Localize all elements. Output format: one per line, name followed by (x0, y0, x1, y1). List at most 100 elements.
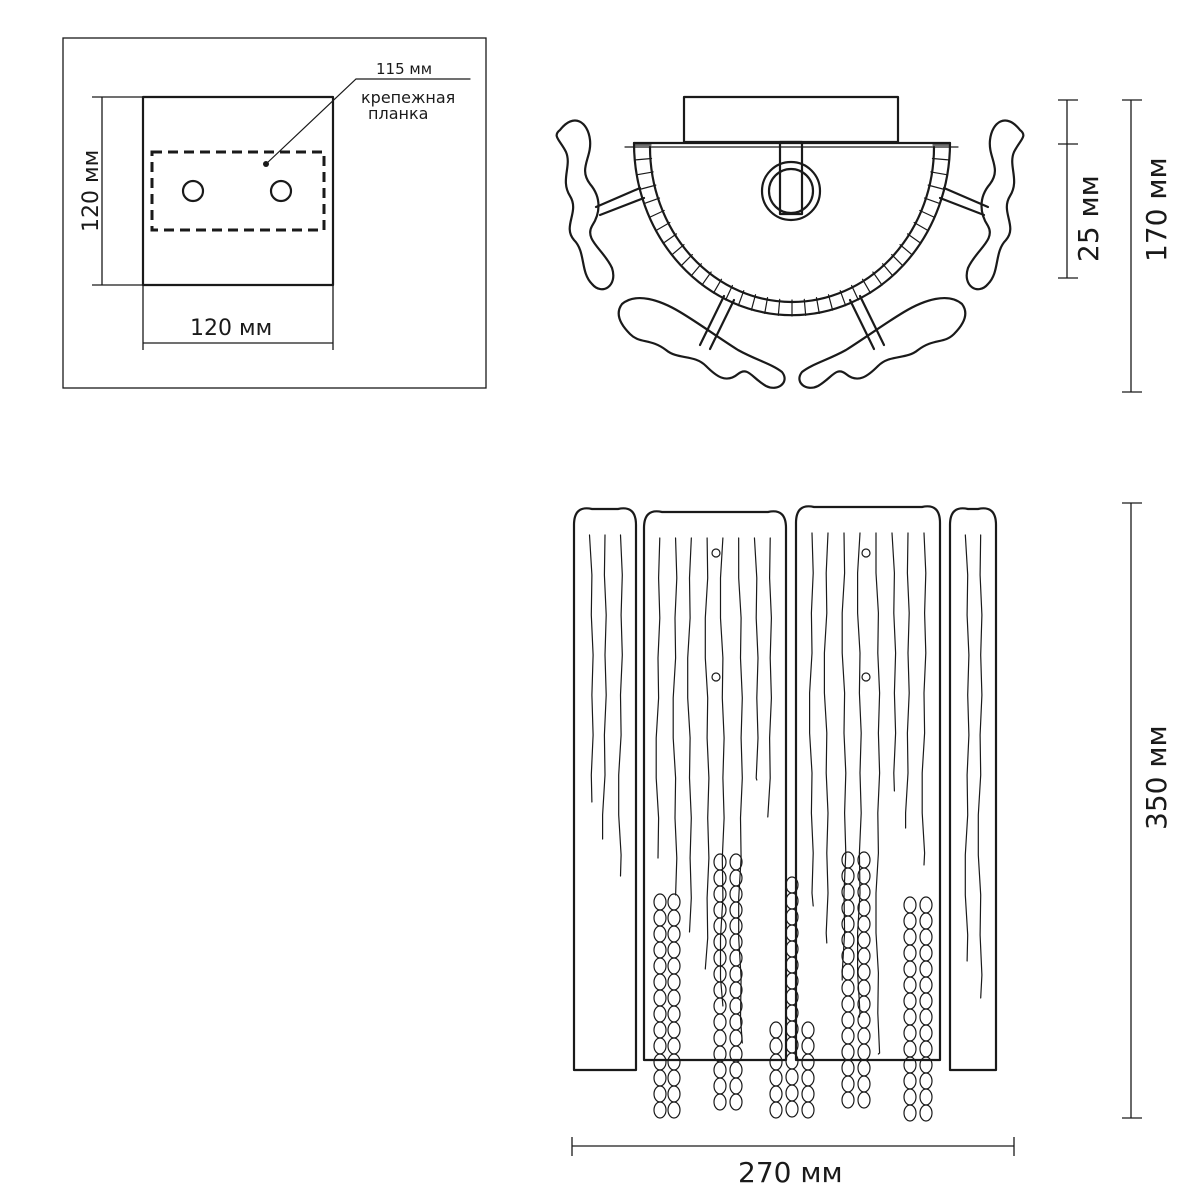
drip-line (857, 532, 862, 1018)
bead (667, 1037, 681, 1055)
bead (801, 1053, 815, 1071)
bead (713, 885, 727, 903)
bead (653, 1005, 667, 1023)
bead (769, 1021, 783, 1039)
bead (653, 1085, 667, 1103)
bead (857, 899, 871, 917)
bead (713, 869, 727, 887)
bead (653, 973, 667, 991)
bead (713, 901, 727, 919)
drip-line (704, 537, 710, 970)
bead (667, 973, 681, 991)
bead (841, 979, 855, 997)
bead (729, 1029, 743, 1047)
bead (919, 1024, 933, 1042)
label-total-depth: 170 мм (1140, 157, 1173, 262)
bead (903, 1072, 917, 1090)
drip-line (809, 532, 814, 907)
bead (841, 963, 855, 981)
ring-tick (725, 284, 734, 301)
bead (653, 1021, 667, 1039)
bead (903, 1040, 917, 1058)
bead (653, 1101, 667, 1119)
ring-tick (690, 263, 702, 277)
label-front-width: 270 мм (738, 1156, 843, 1189)
ring-tick (655, 221, 671, 232)
bead (667, 957, 681, 975)
bead (785, 1100, 799, 1118)
bead (785, 1084, 799, 1102)
drip-line (672, 537, 678, 896)
canopy (682, 95, 900, 144)
bead (903, 1008, 917, 1026)
screw-hole-left (181, 179, 205, 203)
bead (841, 1091, 855, 1109)
bead (801, 1101, 815, 1119)
ring-tick (639, 184, 657, 190)
glass-panel (572, 507, 638, 1072)
bead (653, 941, 667, 959)
bead (769, 1101, 783, 1119)
front-view: 350 мм 270 мм (571, 502, 1173, 1189)
label-base-depth: 25 мм (1072, 175, 1105, 262)
top-view: 25 мм 170 мм (555, 95, 1173, 393)
bead (653, 893, 667, 911)
bead (919, 976, 933, 994)
label-plate-width: 120 мм (190, 316, 272, 341)
mount-ring-inner (767, 167, 815, 215)
bead (729, 1093, 743, 1111)
label-plate-height: 120 мм (79, 150, 104, 232)
drip-line (588, 534, 594, 803)
bead (919, 1088, 933, 1106)
glass-panel (794, 505, 942, 1062)
drip-line (875, 532, 881, 1055)
bead (729, 853, 743, 871)
bead (857, 947, 871, 965)
label-115mm: 115 мм (376, 60, 432, 78)
ring-ticks (634, 144, 950, 317)
ring-tick (923, 197, 941, 205)
bead (857, 963, 871, 981)
bead (729, 965, 743, 983)
bead (841, 1075, 855, 1093)
ring-tick (919, 209, 935, 218)
bead (713, 1077, 727, 1095)
bead (729, 1077, 743, 1095)
ring-tick (882, 263, 894, 277)
bead (713, 981, 727, 999)
screw-hole-right (269, 179, 293, 203)
bead (919, 960, 933, 978)
ring-tick (701, 271, 712, 286)
ring-tick (891, 254, 904, 267)
bead (729, 917, 743, 935)
bead (919, 1008, 933, 1026)
bead (667, 1021, 681, 1039)
ring-tick (764, 297, 769, 315)
drip-line (977, 534, 983, 999)
bead (729, 901, 743, 919)
label-front-height: 350 мм (1140, 725, 1173, 830)
leaf-top-right (965, 119, 1025, 291)
ring-tick (931, 157, 950, 161)
ring-tick (872, 271, 883, 286)
ring-tick (815, 297, 820, 315)
bead (713, 1061, 727, 1079)
ring-tick (649, 209, 665, 218)
ring-tick (850, 284, 859, 301)
ring-tick (777, 298, 781, 316)
bead (769, 1053, 783, 1071)
ring-tick (737, 290, 745, 307)
bead (667, 909, 681, 927)
ring-tick (662, 233, 678, 244)
bead (667, 989, 681, 1007)
ring-tick (803, 298, 807, 316)
bead (857, 1043, 871, 1061)
bead (653, 1069, 667, 1087)
ring-tick (927, 184, 945, 190)
bead (667, 1005, 681, 1023)
ring-tick (930, 171, 948, 176)
ring-tick (906, 233, 922, 244)
wall-plate (141, 95, 335, 287)
leader-line (265, 78, 471, 165)
